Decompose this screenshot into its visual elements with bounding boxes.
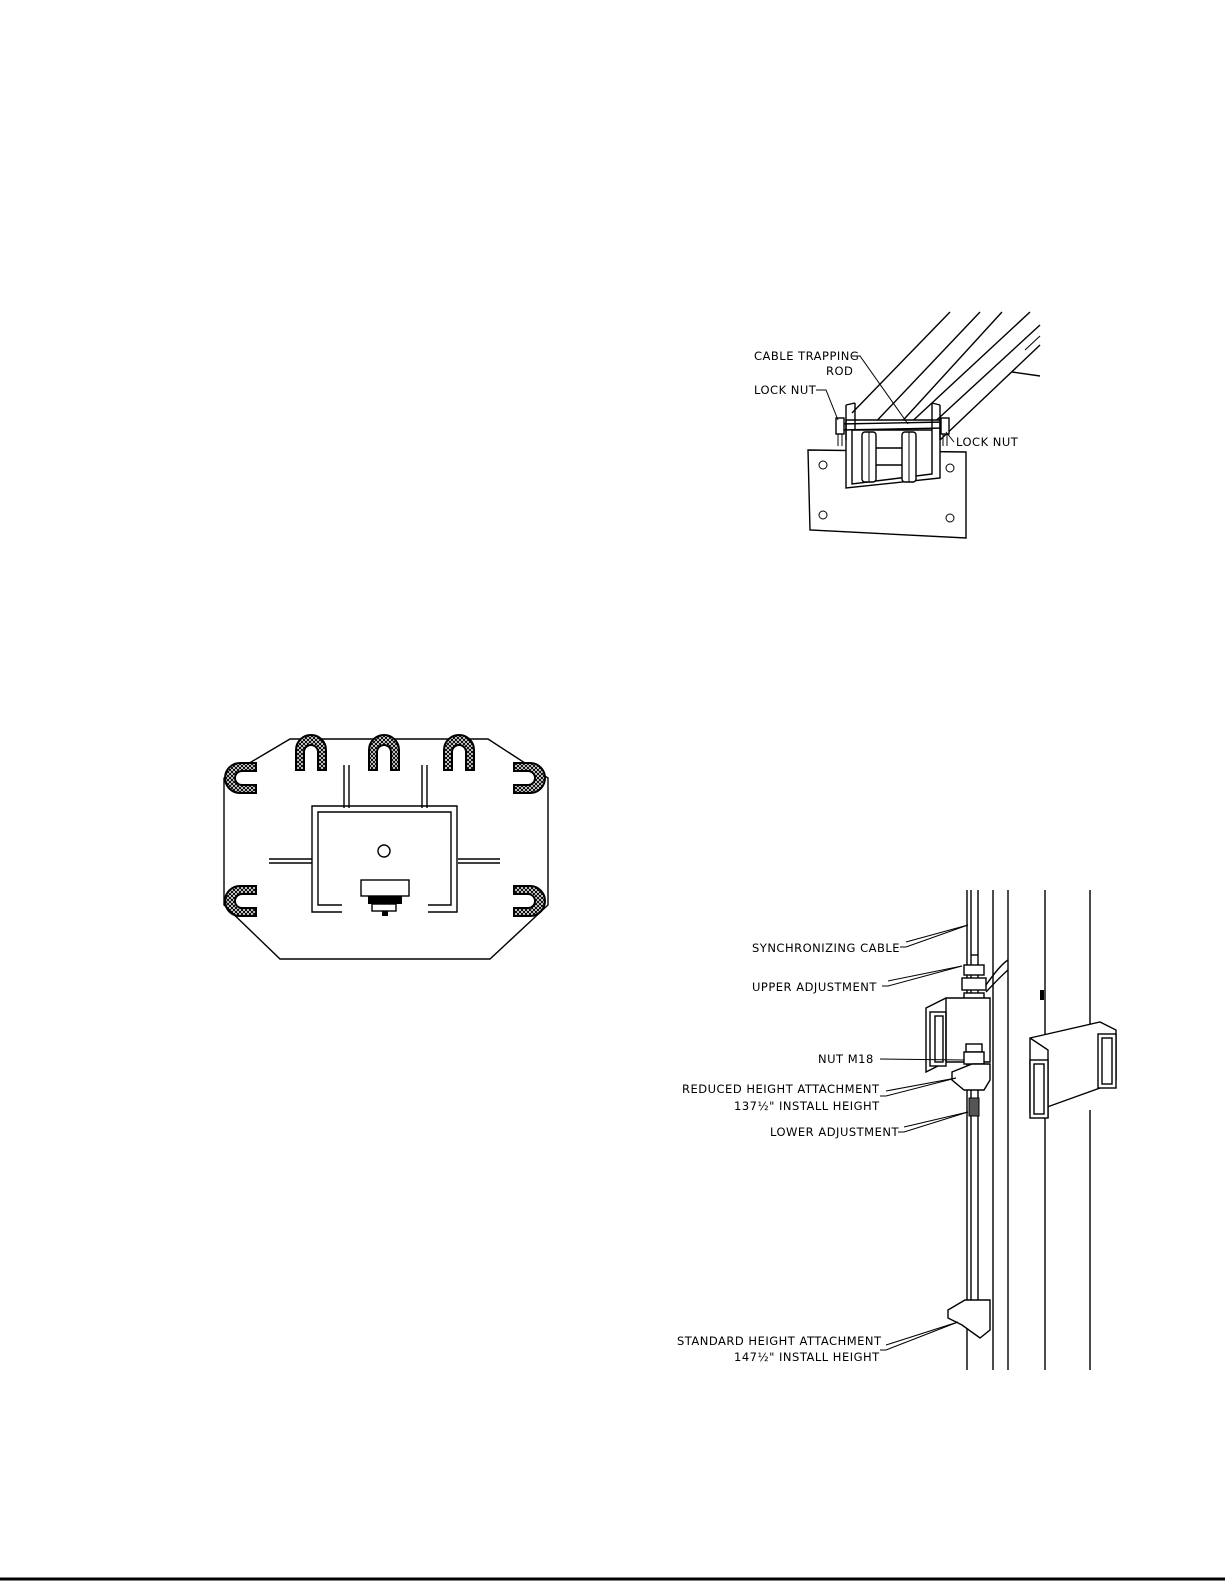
label-standard-height-1: STANDARD HEIGHT ATTACHMENT xyxy=(677,1334,882,1348)
label-synchronizing-cable: SYNCHRONIZING CABLE xyxy=(752,941,900,955)
leader-lock-nut-left xyxy=(816,390,838,420)
label-cable-trapping-rod-2: ROD xyxy=(826,364,853,378)
label-lock-nut-left: LOCK NUT xyxy=(754,383,817,397)
label-upper-adjustment: UPPER ADJUSTMENT xyxy=(752,980,877,994)
label-lower-adjustment: LOWER ADJUSTMENT xyxy=(770,1125,899,1139)
label-nut-m18: NUT M18 xyxy=(818,1052,874,1066)
standard-height-attachment xyxy=(948,1300,990,1338)
nut-m18 xyxy=(964,1044,984,1064)
octagonal-plate xyxy=(224,739,548,959)
column xyxy=(967,890,1090,1370)
leader-reduced-height xyxy=(880,1078,956,1096)
label-standard-height-2: 147½" INSTALL HEIGHT xyxy=(734,1350,880,1364)
label-cable-trapping-rod-1: CABLE TRAPPING xyxy=(754,349,859,363)
trapping-rod-figure: CABLE TRAPPING ROD LOCK NUT LOCK NUT xyxy=(754,312,1040,538)
leader-cable-trapping-rod xyxy=(852,356,908,424)
leader-upper-adjustment xyxy=(882,966,962,986)
reduced-height-attachment xyxy=(952,1064,990,1090)
lock-nut-right xyxy=(941,418,949,446)
leader-lower-adjustment xyxy=(898,1112,968,1132)
label-lock-nut-right: LOCK NUT xyxy=(956,435,1019,449)
opposite-carriage xyxy=(1030,1022,1116,1118)
pad-plate-figure xyxy=(224,735,548,959)
lower-adjustment-thread xyxy=(969,1098,979,1116)
lock-nut-left xyxy=(836,418,844,446)
cable-adjustment-figure: SYNCHRONIZING CABLE UPPER ADJUSTMENT NUT… xyxy=(677,890,1116,1370)
bracket xyxy=(846,403,940,488)
label-reduced-height-2: 137½" INSTALL HEIGHT xyxy=(734,1099,880,1113)
label-reduced-height-1: REDUCED HEIGHT ATTACHMENT xyxy=(682,1082,880,1096)
